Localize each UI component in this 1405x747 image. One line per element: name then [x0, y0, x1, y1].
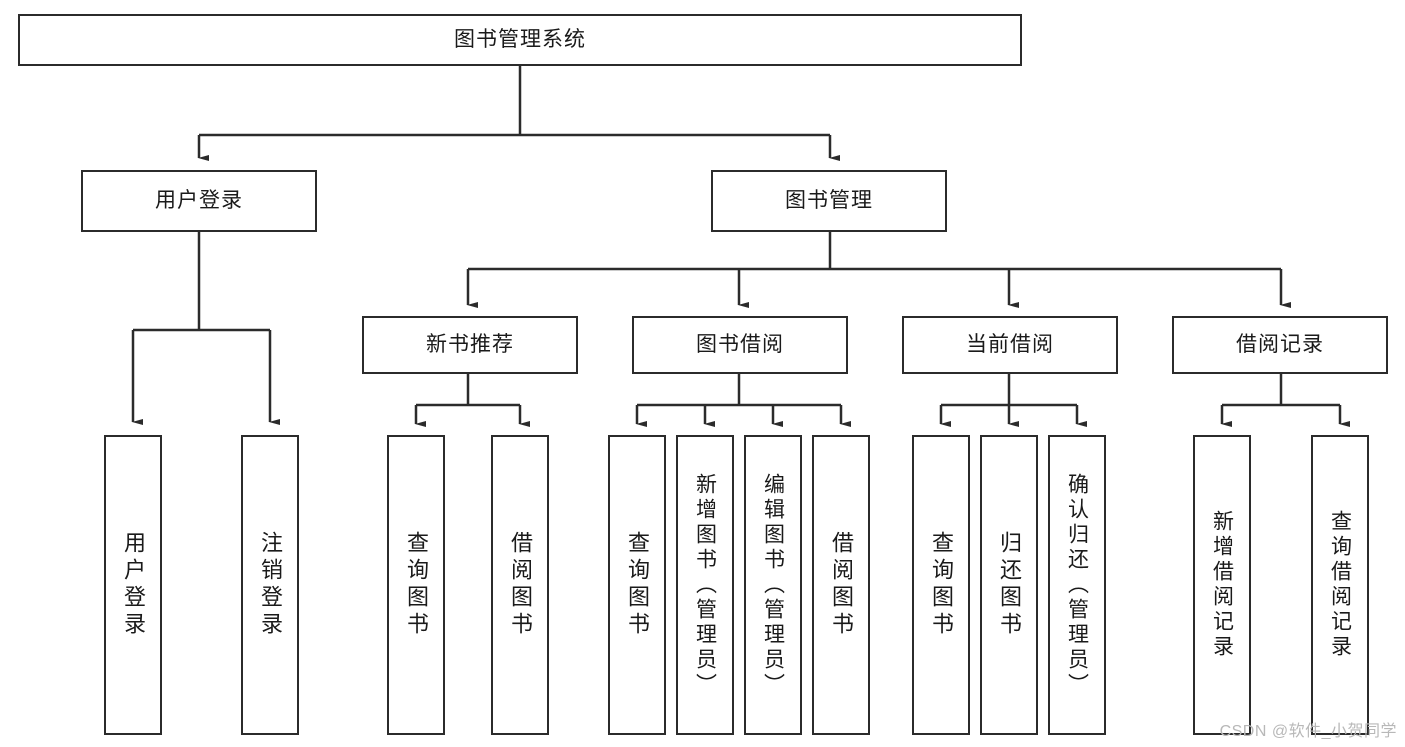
leaf-current-borrow-1-label: 查询图书 [929, 531, 954, 639]
leaf-user-login-1[interactable]: 用户登录 [104, 435, 162, 735]
leaf-current-borrow-1[interactable]: 查询图书 [912, 435, 970, 735]
leaf-current-borrow-2-label: 归还图书 [997, 531, 1022, 639]
leaf-user-login-2[interactable]: 注销登录 [241, 435, 299, 735]
leaf-user-login-1-label: 用户登录 [121, 531, 146, 639]
node-root-label: 图书管理系统 [454, 28, 586, 52]
node-borrow-record-label: 借阅记录 [1236, 333, 1324, 357]
leaf-book-borrow-2[interactable]: 新增图书（管理员） [676, 435, 734, 735]
leaf-book-borrow-3[interactable]: 编辑图书（管理员） [744, 435, 802, 735]
leaf-new-book-2-label: 借阅图书 [508, 531, 533, 639]
node-book-management-label: 图书管理 [785, 189, 873, 213]
leaf-current-borrow-2[interactable]: 归还图书 [980, 435, 1038, 735]
leaf-current-borrow-3[interactable]: 确认归还（管理员） [1048, 435, 1106, 735]
node-root[interactable]: 图书管理系统 [18, 14, 1022, 66]
leaf-book-borrow-1-label: 查询图书 [625, 531, 650, 639]
node-user-login[interactable]: 用户登录 [81, 170, 317, 232]
node-user-login-label: 用户登录 [155, 189, 243, 213]
node-current-borrow-label: 当前借阅 [966, 333, 1054, 357]
leaf-book-borrow-2-label: 新增图书（管理员） [693, 472, 717, 698]
leaf-book-borrow-3-label: 编辑图书（管理员） [761, 472, 785, 698]
leaf-borrow-record-1[interactable]: 新增借阅记录 [1193, 435, 1251, 735]
leaf-current-borrow-3-label: 确认归还（管理员） [1065, 472, 1089, 698]
leaf-borrow-record-2[interactable]: 查询借阅记录 [1311, 435, 1369, 735]
leaf-borrow-record-1-label: 新增借阅记录 [1210, 510, 1234, 660]
node-current-borrow[interactable]: 当前借阅 [902, 316, 1118, 374]
leaf-book-borrow-1[interactable]: 查询图书 [608, 435, 666, 735]
leaf-book-borrow-4[interactable]: 借阅图书 [812, 435, 870, 735]
leaf-new-book-1[interactable]: 查询图书 [387, 435, 445, 735]
node-book-borrow-label: 图书借阅 [696, 333, 784, 357]
leaf-borrow-record-2-label: 查询借阅记录 [1328, 510, 1352, 660]
node-new-book-recommend-label: 新书推荐 [426, 333, 514, 357]
node-book-borrow[interactable]: 图书借阅 [632, 316, 848, 374]
leaf-book-borrow-4-label: 借阅图书 [829, 531, 854, 639]
leaf-user-login-2-label: 注销登录 [258, 531, 283, 639]
node-borrow-record[interactable]: 借阅记录 [1172, 316, 1388, 374]
node-new-book-recommend[interactable]: 新书推荐 [362, 316, 578, 374]
leaf-new-book-2[interactable]: 借阅图书 [491, 435, 549, 735]
leaf-new-book-1-label: 查询图书 [404, 531, 429, 639]
node-book-management[interactable]: 图书管理 [711, 170, 947, 232]
